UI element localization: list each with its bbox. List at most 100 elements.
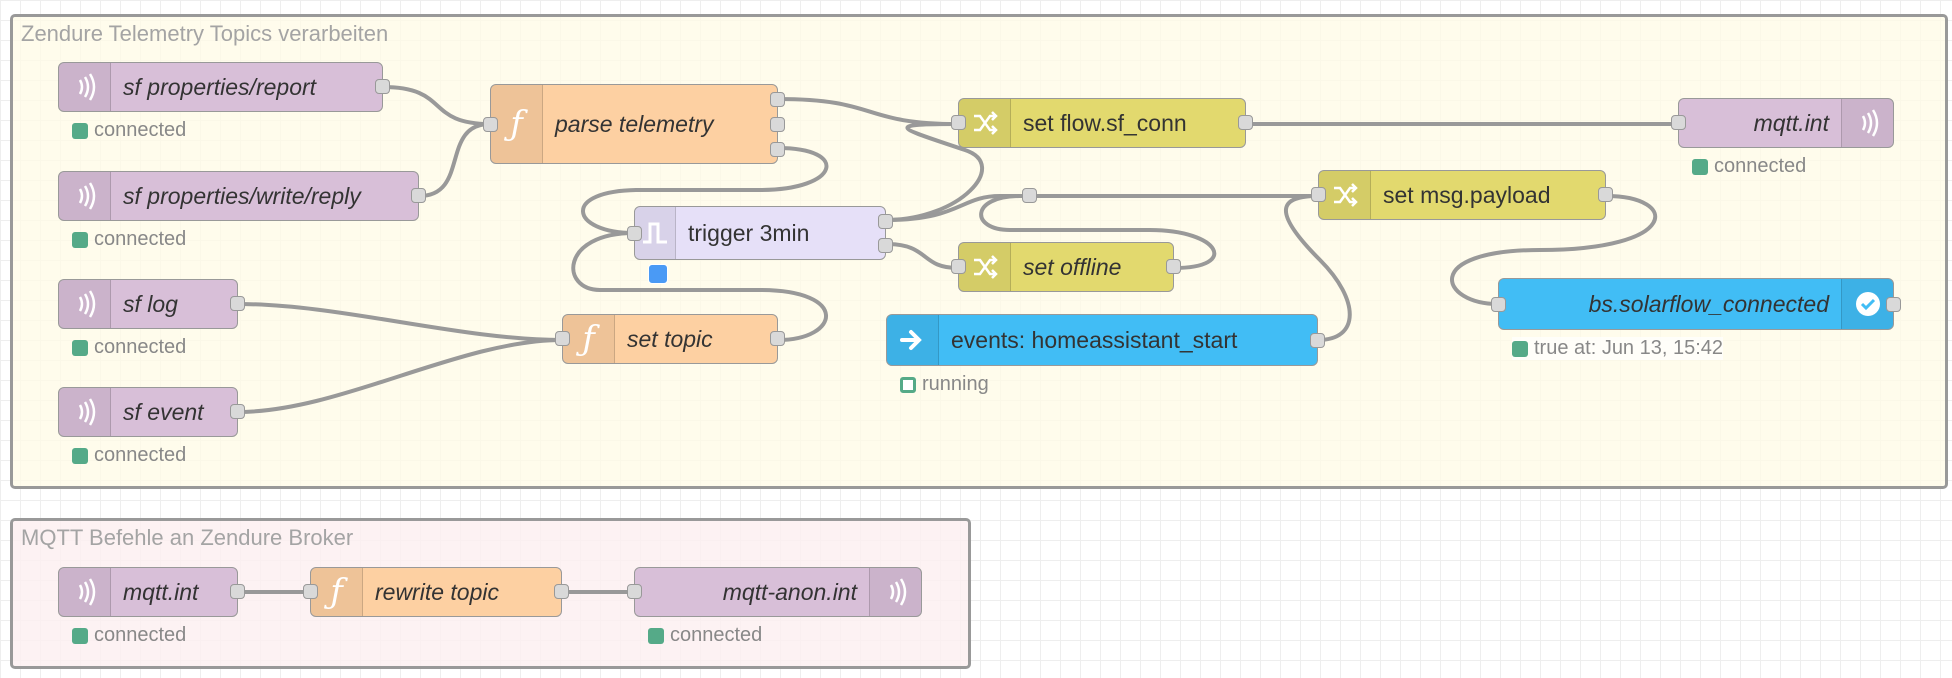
node-set-flow-sf-conn[interactable]: set flow.sf_conn [951,98,1253,148]
status-dot [648,627,664,644]
input-port[interactable] [1491,297,1506,312]
input-port[interactable] [627,226,642,241]
output-port[interactable] [230,584,245,599]
status-mqtt-int-in: connected [72,624,186,647]
function-icon: ƒ [311,568,363,616]
node-events-homeassistant-start[interactable]: events: homeassistant_start [886,314,1325,366]
output-port[interactable] [1598,187,1613,202]
node-label: mqtt-anon.int [722,578,857,605]
node-mqtt-anon-int[interactable]: mqtt-anon.int [627,567,922,617]
wire-setoffline-setmsg [979,194,1320,270]
output-port[interactable] [1166,259,1181,274]
output-port-2[interactable] [878,238,893,253]
output-port-2[interactable] [770,117,785,132]
node-trigger-3min[interactable]: trigger 3min [627,206,893,260]
node-set-msg-payload[interactable]: set msg.payload [1311,170,1613,220]
wire-event-settopic [236,338,564,414]
status-text: connected [94,228,187,250]
node-set-offline[interactable]: set offline [951,242,1181,292]
node-label: sf event [123,398,204,425]
status-dot [1512,340,1528,357]
junction[interactable] [1022,188,1037,203]
node-label: trigger 3min [688,219,810,246]
status-dot [72,231,88,248]
input-port[interactable] [627,584,642,599]
node-mqtt-int-out[interactable]: mqtt.int [1671,98,1894,148]
wire-report-parse [381,85,492,126]
node-set-topic[interactable]: ƒ set topic [555,314,785,364]
arrow-right-icon [887,315,939,365]
status-sf-properties-report: connected [72,119,186,142]
output-port[interactable] [411,188,426,203]
node-sf-log[interactable]: sf log [58,279,245,329]
wire-trigger-setoffline [884,242,960,270]
input-port[interactable] [951,259,966,274]
node-label: sf properties/write/reply [123,182,361,209]
node-label: set offline [1023,253,1122,280]
status-text: true at: Jun 13, 15:42 [1534,337,1724,359]
node-sf-event[interactable]: sf event [58,387,245,437]
wire-trigger-setflow [884,122,984,222]
wire-log-settopic [236,302,564,342]
output-port[interactable] [230,296,245,311]
node-bs-solarflow-connected[interactable]: bs.solarflow_connected [1491,278,1901,330]
node-label: set flow.sf_conn [1023,109,1187,136]
node-mqtt-int-in[interactable]: mqtt.int [58,567,245,617]
output-port-1[interactable] [878,214,893,229]
status-dot [72,447,88,464]
output-port[interactable] [1238,115,1253,130]
output-port-1[interactable] [770,92,785,107]
status-dot [72,339,88,356]
status-dot [1692,158,1708,175]
node-label: bs.solarflow_connected [1588,290,1829,317]
node-label: mqtt.int [123,578,199,605]
input-port[interactable] [483,117,498,132]
node-label: set topic [627,325,713,352]
wire-write-parse [417,122,492,198]
check-circle-icon [1841,279,1893,329]
node-sf-properties-report[interactable]: sf properties/report [58,62,390,112]
wifi-icon [59,568,111,616]
wire-setmsg-bs [1450,194,1658,306]
node-label: set msg.payload [1383,181,1551,208]
status-mqtt-int-out: connected [1692,155,1806,178]
output-port[interactable] [230,404,245,419]
output-port[interactable] [1886,297,1901,312]
status-events-homeassistant: running [900,373,989,396]
input-port[interactable] [555,331,570,346]
status-text: connected [94,624,187,646]
input-port[interactable] [303,584,318,599]
status-sf-log: connected [72,336,186,359]
wire-parse-setflow [776,97,960,126]
input-port[interactable] [1671,115,1686,130]
node-parse-telemetry[interactable]: ƒ parse telemetry [483,84,785,164]
wifi-icon [59,63,111,111]
wifi-icon [59,172,111,220]
group-telemetry-label: Zendure Telemetry Topics verarbeiten [21,21,389,46]
output-port[interactable] [554,584,569,599]
node-rewrite-topic[interactable]: ƒ rewrite topic [303,567,569,617]
input-port[interactable] [951,115,966,130]
status-dot [900,376,916,393]
output-port-3[interactable] [770,142,785,157]
wire-trigger-setmsg [884,194,1320,222]
function-icon: ƒ [491,85,543,163]
node-sf-properties-write-reply[interactable]: sf properties/write/reply [58,171,426,221]
node-label: sf properties/report [123,73,317,100]
wifi-icon [59,280,111,328]
status-text: connected [94,444,187,466]
status-sf-event: connected [72,444,186,467]
status-text: connected [94,336,187,358]
input-port[interactable] [1311,187,1326,202]
output-port[interactable] [375,79,390,94]
output-port[interactable] [770,331,785,346]
node-label: parse telemetry [555,110,714,137]
wire-parse-trigger [581,146,829,235]
function-icon: ƒ [563,315,615,363]
output-port[interactable] [1310,333,1325,348]
wifi-icon [1841,99,1893,147]
status-bs-solarflow: true at: Jun 13, 15:42 [1512,337,1724,360]
status-mqtt-anon: connected [648,624,762,647]
changed-badge [648,264,668,284]
